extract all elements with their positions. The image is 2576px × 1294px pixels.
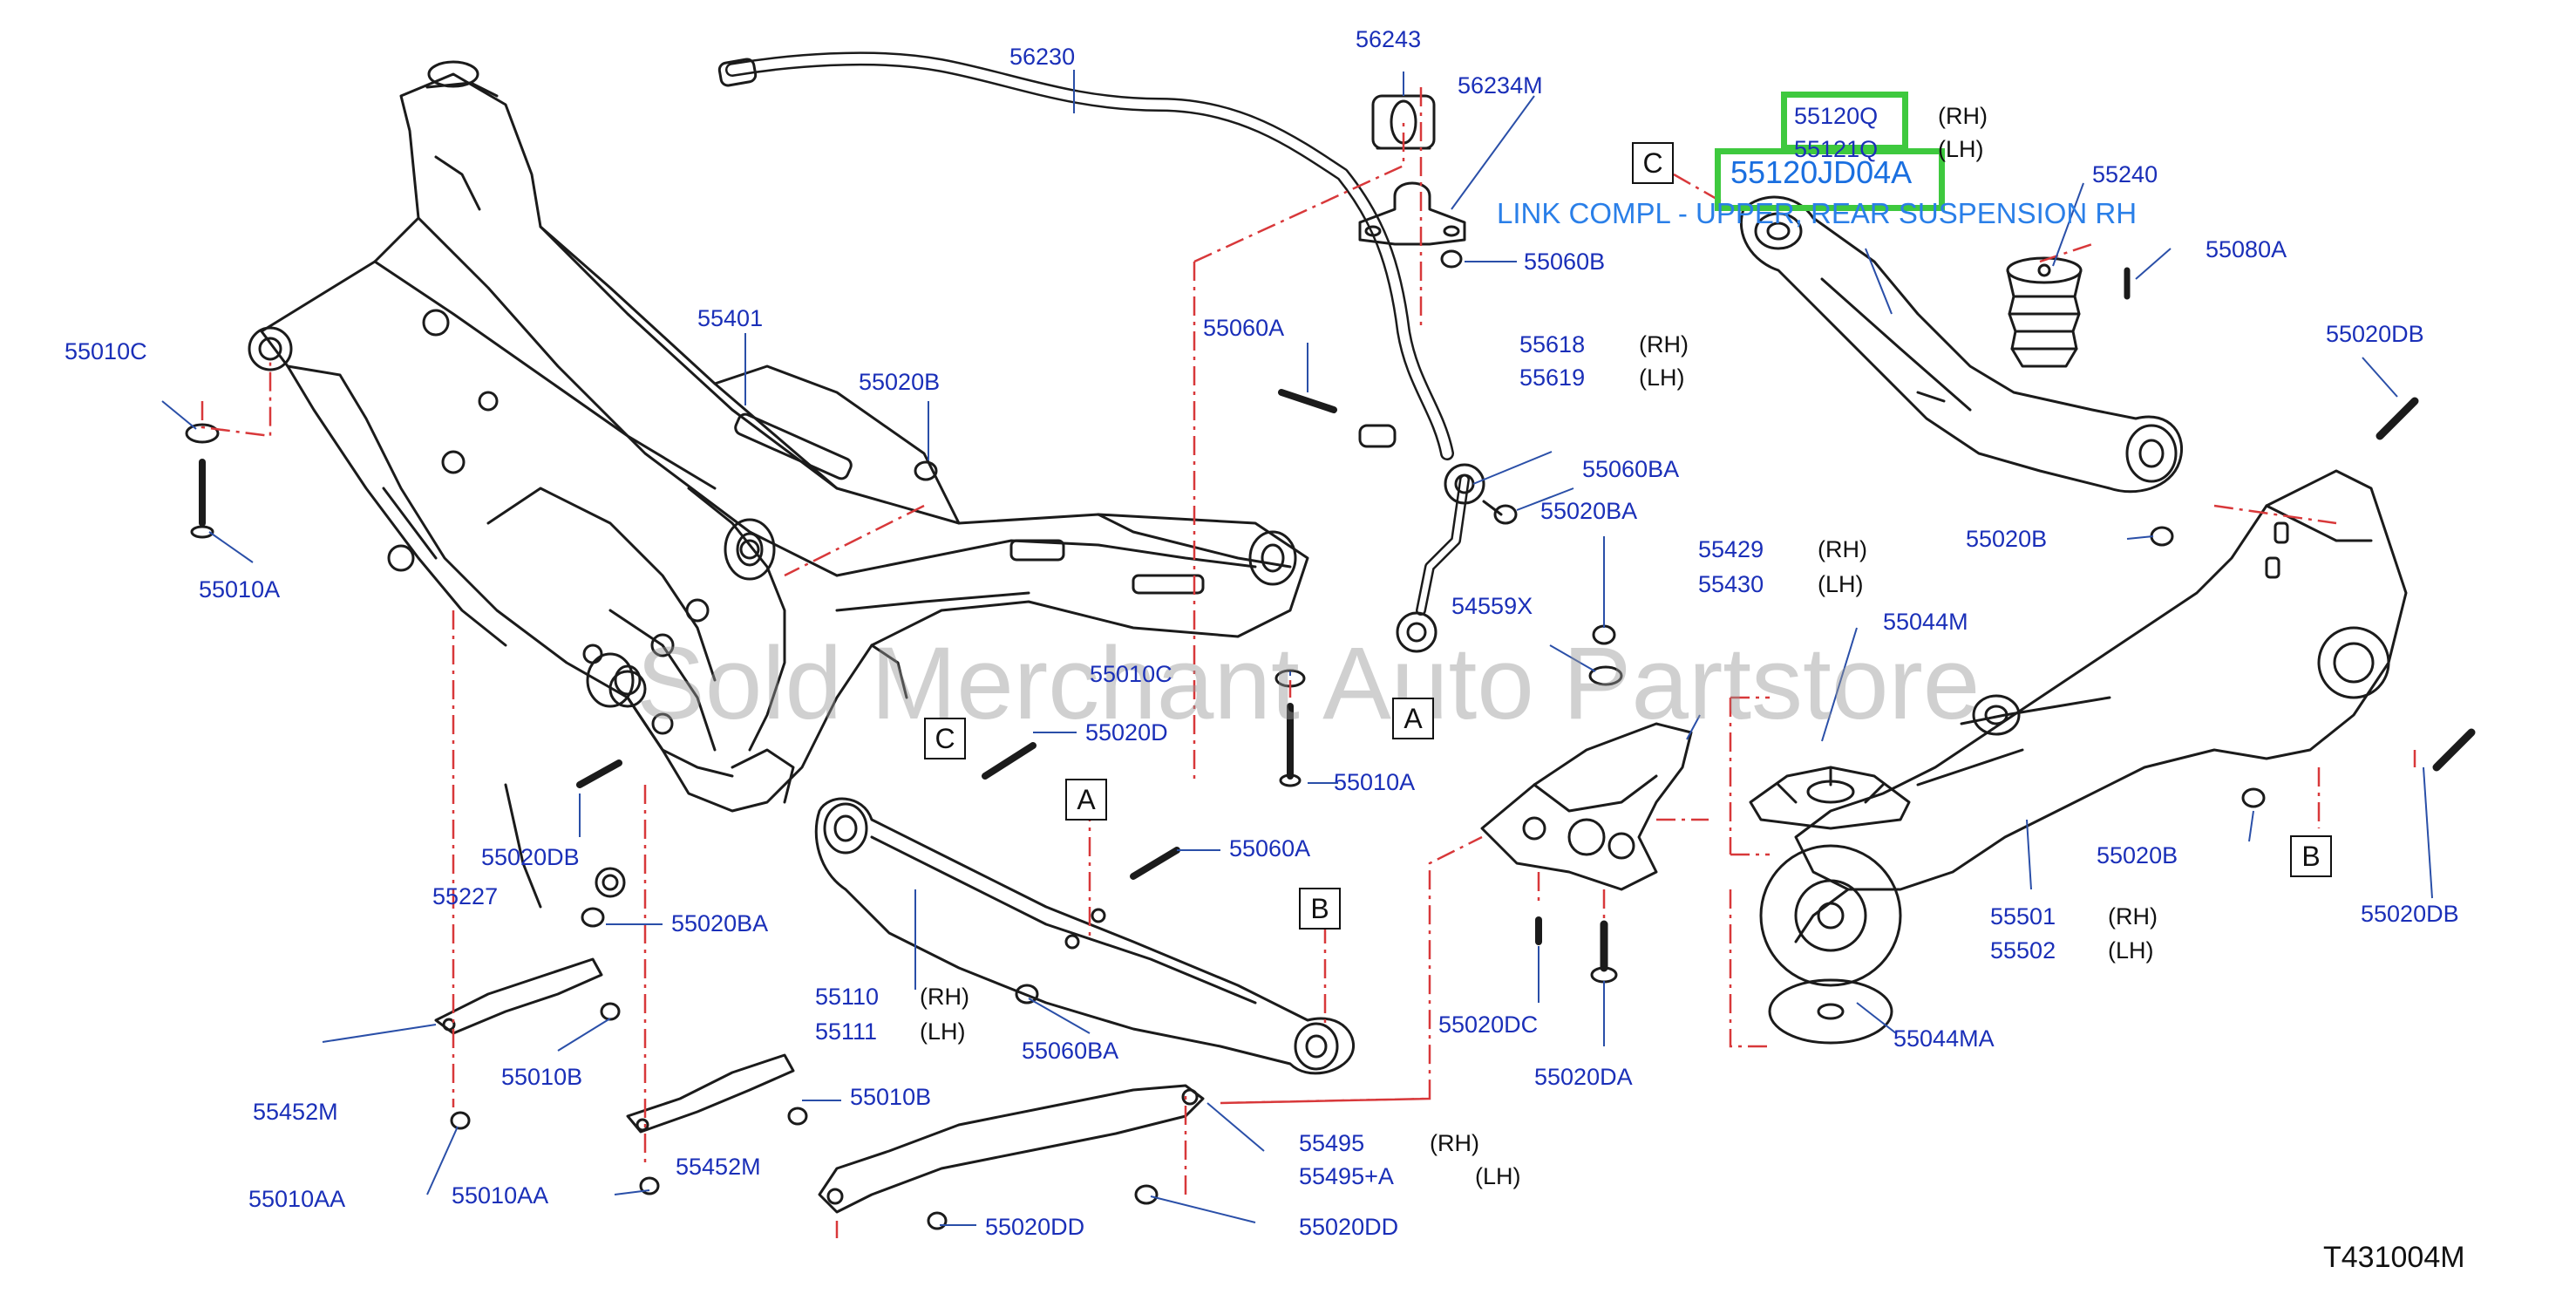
callout-55010A-left[interactable]: 55010A bbox=[199, 576, 281, 603]
callout-55020B-right[interactable]: 55020B bbox=[1966, 526, 2048, 552]
callout-55618-side: (RH) bbox=[1639, 331, 1689, 358]
callout-55044M[interactable]: 55044M bbox=[1883, 609, 1968, 635]
callout-55120Q[interactable]: 55120Q bbox=[1794, 103, 1879, 129]
highlight-part-number[interactable]: 55120JD04A bbox=[1730, 154, 1913, 190]
callout-55060B[interactable]: 55060B bbox=[1524, 249, 1606, 275]
stay-55495 bbox=[818, 1084, 1205, 1214]
callout-55060BA-bot[interactable]: 55060BA bbox=[1022, 1038, 1119, 1064]
callout-56230[interactable]: 56230 bbox=[1009, 44, 1076, 70]
callout-55502[interactable]: 55502 bbox=[1990, 937, 2056, 964]
clamp-56234M bbox=[1358, 181, 1466, 246]
callout-55110-side: (RH) bbox=[920, 984, 969, 1010]
spring-seat-55044MA bbox=[1759, 844, 1902, 1045]
callout-55120Q-side: (RH) bbox=[1938, 103, 1988, 129]
callout-55401[interactable]: 55401 bbox=[697, 305, 764, 331]
callout-55020DD-b[interactable]: 55020DD bbox=[1299, 1214, 1399, 1240]
leader-lines bbox=[161, 70, 2433, 1226]
callout-55020BA-left[interactable]: 55020BA bbox=[671, 910, 769, 936]
callout-55429[interactable]: 55429 bbox=[1698, 536, 1764, 562]
bracket-55452M-a bbox=[434, 957, 603, 1035]
ref-box-b-left: B bbox=[1299, 888, 1341, 930]
callout-55227[interactable]: 55227 bbox=[432, 883, 499, 909]
callout-55020DB-left[interactable]: 55020DB bbox=[481, 844, 580, 870]
lower-link-55110 bbox=[814, 797, 1355, 1075]
callout-55495-side: (RH) bbox=[1430, 1130, 1479, 1156]
callout-55110[interactable]: 55110 bbox=[815, 984, 880, 1010]
callout-55020DD-a[interactable]: 55020DD bbox=[985, 1214, 1085, 1240]
callout-55501[interactable]: 55501 bbox=[1990, 903, 2056, 930]
stabilizer-bar-56230 bbox=[717, 51, 1454, 460]
callout-55430-side: (LH) bbox=[1818, 571, 1864, 597]
ref-box-c-top: C bbox=[1632, 142, 1674, 184]
callout-55121Q-side: (LH) bbox=[1938, 136, 1984, 162]
callout-55240[interactable]: 55240 bbox=[2092, 161, 2158, 187]
ref-box-c-mid: C bbox=[924, 718, 966, 759]
callout-55501-side: (RH) bbox=[2108, 903, 2158, 930]
callout-55429-side: (RH) bbox=[1818, 536, 1867, 562]
callout-56234M[interactable]: 56234M bbox=[1458, 72, 1543, 99]
callout-55430[interactable]: 55430 bbox=[1698, 571, 1764, 597]
callout-55060A-mid[interactable]: 55060A bbox=[1229, 835, 1311, 862]
callout-55495A-side: (LH) bbox=[1475, 1163, 1521, 1189]
ref-box-a-mid: A bbox=[1065, 779, 1107, 821]
upper-link-55120Q bbox=[1739, 195, 2184, 494]
callout-55010B-a[interactable]: 55010B bbox=[501, 1064, 583, 1090]
highlight-description: LINK COMPL - UPPER, REAR SUSPENSION RH bbox=[1497, 197, 2138, 229]
callout-55619[interactable]: 55619 bbox=[1519, 364, 1586, 391]
highlight-box-partnumber bbox=[1715, 148, 1945, 211]
bracket-55429 bbox=[1480, 722, 1693, 891]
callout-55618[interactable]: 55618 bbox=[1519, 331, 1586, 358]
ref-box-b-right: B bbox=[2290, 835, 2332, 877]
callout-55502-side: (LH) bbox=[2108, 937, 2154, 964]
callout-55452M-a[interactable]: 55452M bbox=[253, 1099, 338, 1125]
callout-55619-side: (LH) bbox=[1639, 364, 1685, 391]
stabilizer-link-55618 bbox=[1396, 463, 1503, 653]
callout-55080A[interactable]: 55080A bbox=[2206, 236, 2287, 262]
callout-55020BA-mid[interactable]: 55020BA bbox=[1540, 498, 1638, 524]
callout-55020B-mid[interactable]: 55020B bbox=[859, 369, 941, 395]
callout-54559X[interactable]: 54559X bbox=[1451, 593, 1533, 619]
callout-55020DB-right[interactable]: 55020DB bbox=[2361, 901, 2459, 927]
rear-knuckle-55501 bbox=[1794, 469, 2408, 943]
callout-55010B-b[interactable]: 55010B bbox=[850, 1084, 932, 1110]
callout-55060BA-top[interactable]: 55060BA bbox=[1582, 456, 1680, 482]
spring-seat-55044M bbox=[1749, 766, 1911, 830]
callout-55020DA[interactable]: 55020DA bbox=[1534, 1064, 1633, 1090]
ref-box-a-top: A bbox=[1392, 698, 1434, 739]
callout-55495A[interactable]: 55495+A bbox=[1299, 1163, 1394, 1189]
callout-55010AA-b[interactable]: 55010AA bbox=[452, 1182, 549, 1209]
callout-55020B-bot[interactable]: 55020B bbox=[2097, 842, 2178, 868]
callout-55010C-mid[interactable]: 55010C bbox=[1090, 661, 1172, 687]
callout-55010C-left[interactable]: 55010C bbox=[65, 338, 147, 364]
bracket-55452M-b bbox=[626, 1053, 795, 1134]
callout-55010AA-a[interactable]: 55010AA bbox=[248, 1186, 346, 1212]
subframe-55401 bbox=[248, 60, 1309, 909]
callout-55495[interactable]: 55495 bbox=[1299, 1130, 1365, 1156]
callout-55044MA[interactable]: 55044MA bbox=[1893, 1025, 1995, 1052]
callout-55010A-mid[interactable]: 55010A bbox=[1334, 769, 1416, 795]
callout-55111-side: (LH) bbox=[920, 1018, 966, 1045]
callout-55020D[interactable]: 55020D bbox=[1085, 719, 1168, 746]
diagram-code: T431004M bbox=[2323, 1241, 2465, 1274]
fasteners bbox=[185, 249, 2476, 1230]
callout-55121Q[interactable]: 55121Q bbox=[1794, 136, 1879, 162]
callout-55020DC[interactable]: 55020DC bbox=[1438, 1011, 1539, 1038]
callout-55452M-b[interactable]: 55452M bbox=[676, 1154, 761, 1180]
callout-55060A-top[interactable]: 55060A bbox=[1203, 315, 1285, 341]
bump-stopper-55240 bbox=[2006, 256, 2083, 368]
reference-lines bbox=[201, 87, 2416, 1238]
callout-55111[interactable]: 55111 bbox=[815, 1018, 878, 1045]
watermark: Sold Merchant Auto Partstore bbox=[636, 626, 1981, 741]
highlight-box-selected bbox=[1781, 92, 1908, 151]
callout-56243[interactable]: 56243 bbox=[1356, 26, 1422, 52]
callout-55020DB-top[interactable]: 55020DB bbox=[2326, 321, 2424, 347]
